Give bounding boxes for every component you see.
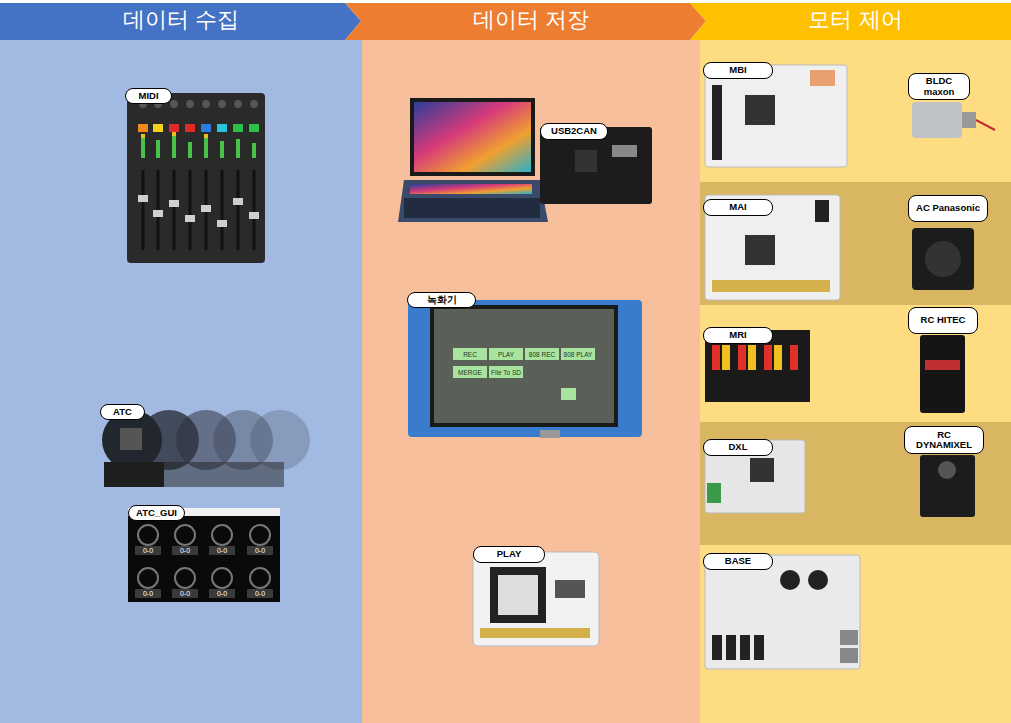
device-tag: DXL xyxy=(703,439,773,456)
device-name: USB2CAN xyxy=(551,126,597,136)
device-tag: MIDI xyxy=(125,88,172,104)
column-heading: 데이터 수집 xyxy=(0,0,362,40)
column-band: 모터 제어 MBI BLDC maxonMAI AC PanasonicMRI RC H… xyxy=(700,0,1011,723)
screen-button: PLAY xyxy=(489,348,523,360)
column-band: 데이터 수집 MIDI ATC ATC_GUI xyxy=(0,0,362,723)
device-tag: 녹화기 xyxy=(407,292,476,308)
device-tag: ATC xyxy=(100,404,145,420)
device-tag: RC HITEC xyxy=(908,307,978,334)
device-name: PLAY xyxy=(497,549,521,559)
device-name: AC Panasonic xyxy=(916,203,980,213)
gauge-value: 0-0 xyxy=(135,546,161,555)
device-tag: BLDC maxon xyxy=(908,73,970,100)
device-name: MRI xyxy=(729,330,746,340)
device-tag: ATC_GUI xyxy=(128,505,185,521)
device-tag: MRI xyxy=(703,327,773,344)
screen-button: 808 PLAY xyxy=(561,348,595,360)
device-name: ATC_GUI xyxy=(136,508,177,518)
device-name: DXL xyxy=(729,442,748,452)
device-tag: BASE xyxy=(703,553,773,570)
device-name: ATC xyxy=(113,407,132,417)
device-tag: MAI xyxy=(703,199,773,216)
device-tag: RC DYNAMIXEL xyxy=(904,426,984,454)
gauge-value: 0-0 xyxy=(172,546,198,555)
gauge-value: 0-0 xyxy=(247,546,273,555)
screen-button: MERGE xyxy=(453,366,487,378)
device-name: BLDC maxon xyxy=(914,76,964,97)
device-name: BASE xyxy=(725,556,751,566)
gauge-value: 0-0 xyxy=(135,589,161,598)
screen-button: 808 REC xyxy=(525,348,559,360)
device-name: RC HITEC xyxy=(921,315,966,325)
gauge-value: 0-0 xyxy=(209,546,235,555)
device-tag: USB2CAN xyxy=(540,123,608,140)
gauge-value: 0-0 xyxy=(247,589,273,598)
gauge-value: 0-0 xyxy=(172,589,198,598)
device-tag: PLAY xyxy=(473,546,545,563)
gauge-value: 0-0 xyxy=(209,589,235,598)
screen-button: REC xyxy=(453,348,487,360)
column-heading: 모터 제어 xyxy=(700,0,1011,40)
screen-button: File To SD xyxy=(489,366,523,378)
device-name: 녹화기 xyxy=(427,295,457,305)
device-name: MIDI xyxy=(138,91,158,101)
device-name: RC DYNAMIXEL xyxy=(910,430,978,451)
device-tag: AC Panasonic xyxy=(908,195,988,222)
device-tag: MBI xyxy=(703,62,773,79)
device-name: MBI xyxy=(729,65,746,75)
column-band: 데이터 저장 USB2CAN 녹화기 PLAY xyxy=(362,0,700,723)
device-name: MAI xyxy=(729,202,746,212)
column-heading: 데이터 저장 xyxy=(362,0,700,40)
